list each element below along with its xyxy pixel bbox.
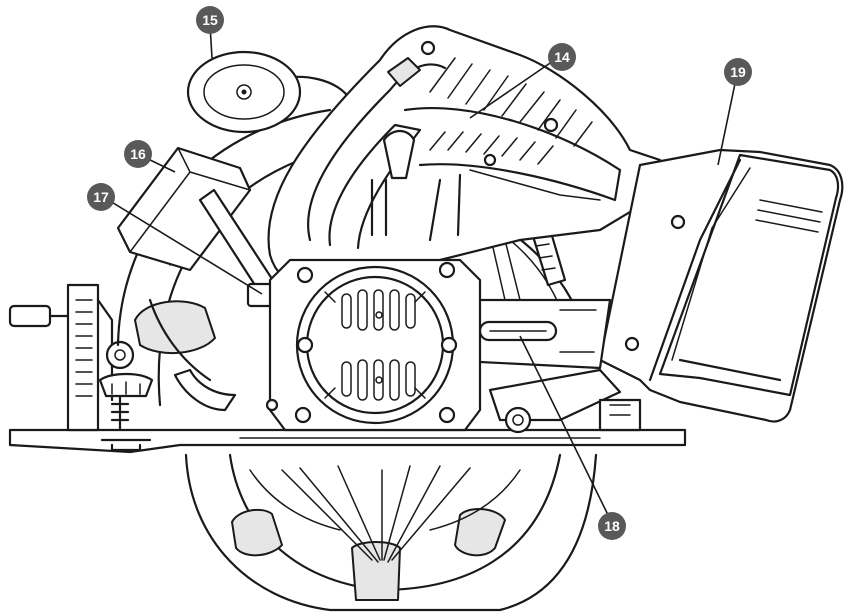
callout-14: 14 xyxy=(548,43,576,71)
bevel-bracket xyxy=(8,283,154,432)
motor-housing xyxy=(265,258,482,432)
leader-14 xyxy=(469,58,557,119)
callout-16-label: 16 xyxy=(130,146,146,162)
main-handle xyxy=(267,25,662,295)
leader-lines xyxy=(109,24,738,524)
dust-port xyxy=(116,146,252,272)
callout-18: 18 xyxy=(598,512,626,540)
leader-19 xyxy=(717,73,738,166)
callout-18-label: 18 xyxy=(604,518,620,534)
auxiliary-handle-knob xyxy=(186,50,352,134)
callout-19-label: 19 xyxy=(730,64,746,80)
leader-18 xyxy=(519,335,613,524)
callout-15: 15 xyxy=(196,6,224,34)
callout-15-label: 15 xyxy=(202,12,218,28)
front-pivot xyxy=(488,368,642,434)
leader-16 xyxy=(145,157,176,173)
callout-16: 16 xyxy=(124,140,152,168)
callout-14-label: 14 xyxy=(554,49,570,65)
callout-17-label: 17 xyxy=(93,189,109,205)
motor-vent-slots xyxy=(341,289,416,401)
lower-blade-guard xyxy=(184,453,598,612)
leader-17 xyxy=(109,200,263,295)
base-plate xyxy=(8,428,687,454)
callout-17: 17 xyxy=(87,183,115,211)
battery-pack xyxy=(598,148,844,423)
callout-19: 19 xyxy=(724,58,752,86)
blade-guard-arm xyxy=(438,298,612,370)
